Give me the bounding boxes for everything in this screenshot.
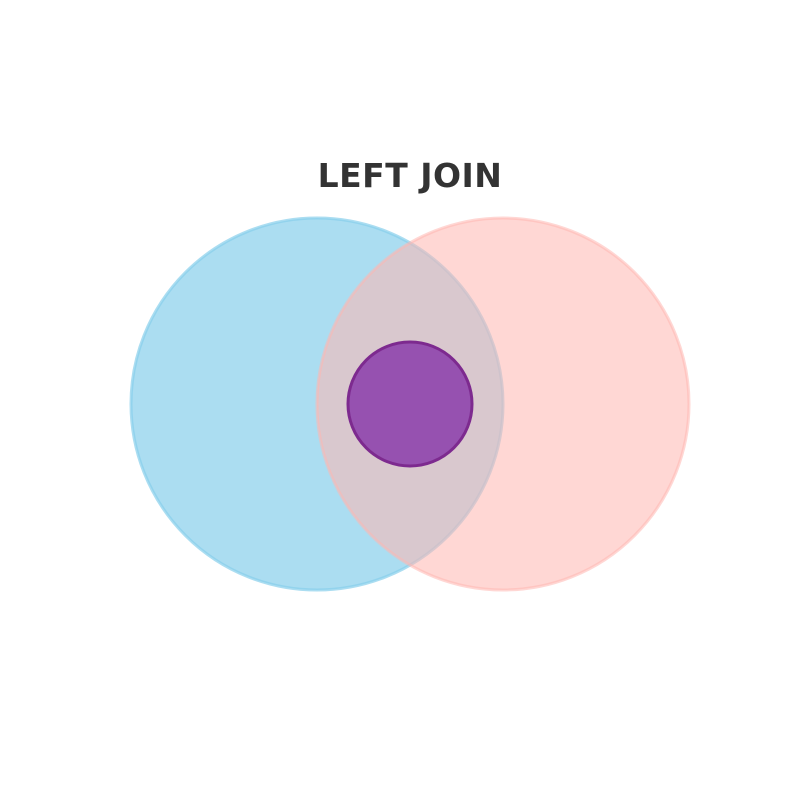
diagram-title: LEFT JOIN xyxy=(317,156,503,195)
right-set-circle xyxy=(315,216,691,592)
intersection-circle xyxy=(346,340,474,468)
